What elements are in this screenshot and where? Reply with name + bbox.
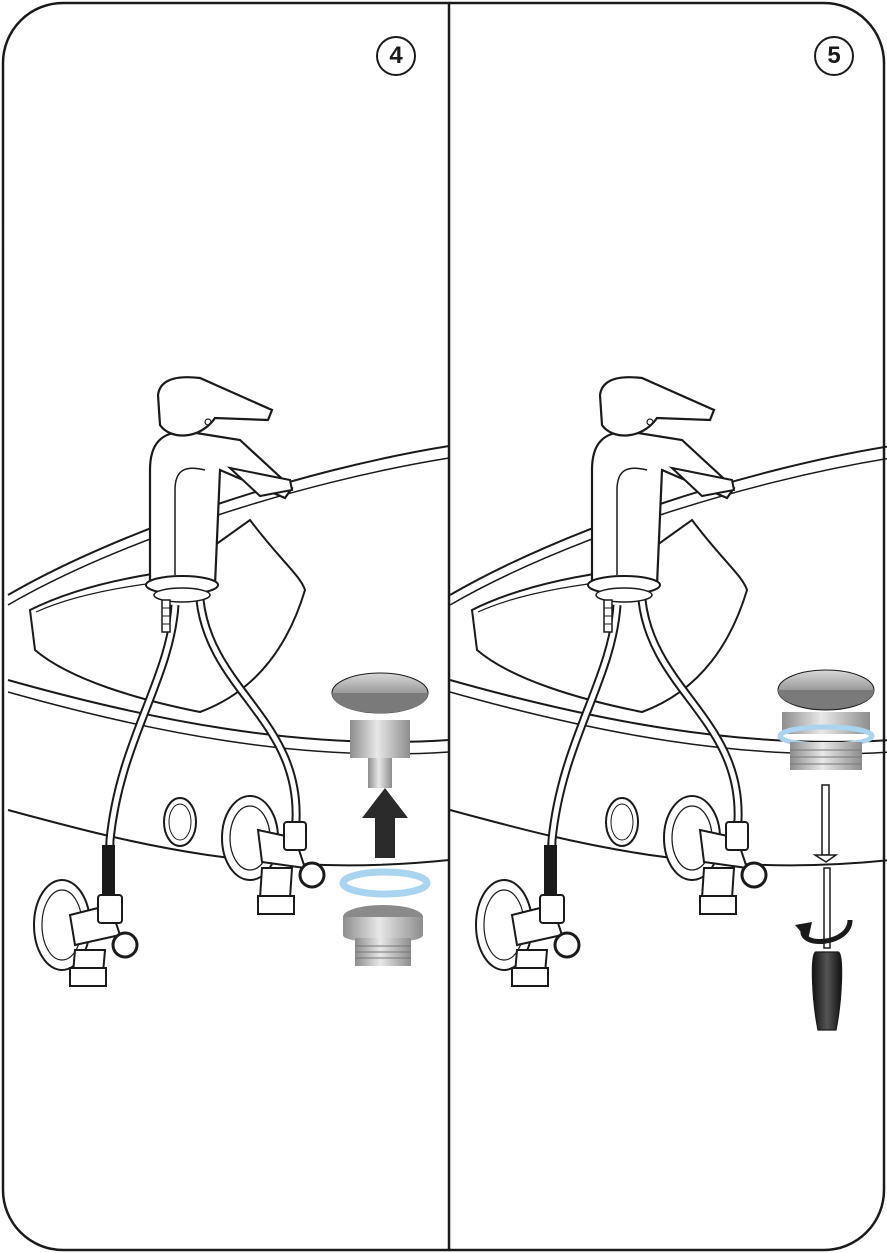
panel-step-5 xyxy=(450,377,887,1031)
screw-icon xyxy=(812,784,839,863)
drain-plug-icon xyxy=(331,672,429,788)
screwdriver-icon xyxy=(811,867,843,1031)
panel-step-4 xyxy=(8,377,449,986)
assembled-drain-plug-icon xyxy=(777,669,875,770)
step-number-badge: 5 xyxy=(814,36,854,76)
rotate-arrow-icon xyxy=(795,919,853,944)
drain-body-icon xyxy=(343,905,423,966)
up-arrow-icon xyxy=(362,788,408,858)
step-number-badge: 4 xyxy=(376,36,416,76)
gasket-ring-icon xyxy=(339,868,431,898)
